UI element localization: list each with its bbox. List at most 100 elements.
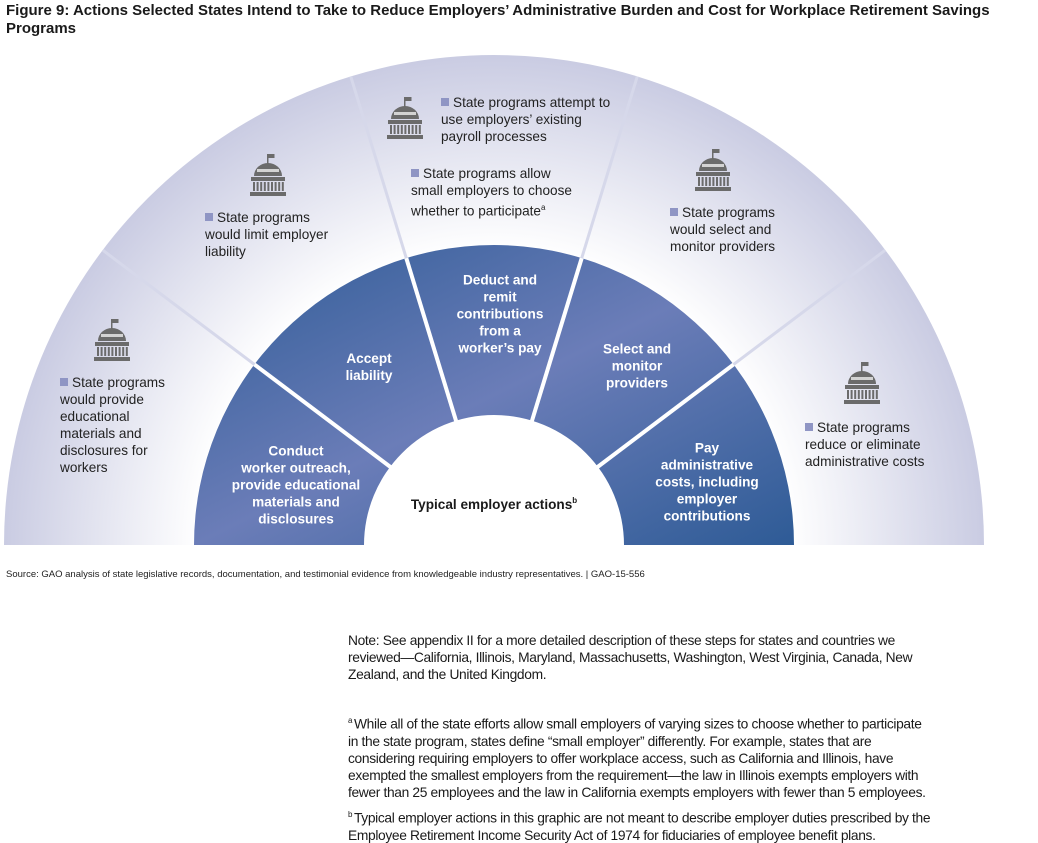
text: Zealand, and the United Kingdom.: [348, 667, 547, 682]
text: State programs: [817, 420, 910, 435]
text-line: would limit employer: [205, 226, 328, 243]
text-line: Deduct and: [462, 272, 537, 288]
text: small employers to choose: [411, 183, 572, 198]
text: administrative costs: [805, 454, 925, 469]
text: Typical employer actions in this graphic…: [353, 810, 931, 826]
text: would select and: [670, 222, 772, 237]
text-line: administrative: [660, 457, 754, 473]
figure-note: Note: See appendix II for a more detaile…: [348, 632, 913, 683]
band-fill: [194, 245, 794, 545]
text-line: remit: [483, 289, 517, 305]
text: considering requiring employers to offer…: [348, 750, 894, 766]
figure-note: b Typical employer actions in this graph…: [348, 806, 931, 843]
text-line: materials and: [252, 494, 340, 510]
text-line: Note: See appendix II for a more detaile…: [348, 632, 912, 649]
text-line: liability: [345, 368, 393, 383]
text: reviewed—California, Illinois, Maryland,…: [348, 650, 913, 665]
text: liability: [205, 244, 246, 259]
text-line: disclosures for: [60, 442, 165, 459]
text: in the state program, states define “sma…: [348, 733, 872, 749]
text-line: a While all of the state efforts allow s…: [348, 712, 926, 733]
text: payroll processes: [441, 129, 547, 144]
text-line: exempted the smallest employers from the…: [348, 767, 926, 784]
footnote-marker: a: [348, 716, 354, 725]
band-divider: [253, 362, 393, 470]
text-line: State programs allow: [411, 165, 572, 182]
text: Employee Retirement Income Security Act …: [348, 827, 876, 843]
text-line: monitor: [611, 358, 663, 374]
text-line: Conduct: [268, 443, 324, 459]
band-divider: [595, 362, 735, 470]
text-line: contributions: [663, 508, 751, 524]
center-label-text: Typical employer actions: [410, 496, 573, 512]
text: materials and: [60, 426, 142, 441]
text-line: administrative costs: [805, 453, 924, 470]
text-line: State programs: [205, 209, 328, 226]
bullet-square-icon: [411, 169, 419, 177]
footnote-marker: a: [540, 203, 546, 212]
state-action-text: State programs allow small employers to c…: [411, 165, 572, 220]
outer-divider: [349, 75, 408, 259]
text: would limit employer: [205, 227, 329, 242]
text-line: educational: [60, 408, 165, 425]
text: disclosures for: [60, 443, 148, 458]
text: While all of the state efforts allow sma…: [353, 716, 922, 732]
text-line: provide educational: [231, 477, 361, 493]
text-line: State programs: [805, 419, 924, 436]
text-line: whether to participatea: [411, 199, 572, 220]
text-line: disclosures: [258, 511, 334, 527]
text-line: Pay: [694, 440, 720, 456]
outer-divider: [732, 248, 887, 366]
text-line: materials and: [60, 425, 165, 442]
text: would provide: [60, 392, 144, 407]
text-line: reduce or eliminate: [805, 436, 924, 453]
text: State programs: [217, 210, 310, 225]
text-line: payroll processes: [441, 128, 610, 145]
text: educational: [60, 409, 130, 424]
text: fewer than 25 employees and the law in C…: [348, 784, 926, 800]
capitol-icon: [245, 152, 291, 203]
text: reduce or eliminate: [805, 437, 921, 452]
text-line: Select and: [603, 341, 671, 357]
capitol-icon: [690, 147, 736, 198]
text-line: use employers’ existing: [441, 111, 610, 128]
text: Note: See appendix II for a more detaile…: [348, 633, 895, 648]
text-line: Zealand, and the United Kingdom.: [348, 666, 912, 683]
text: whether to participate: [411, 203, 541, 219]
outer-divider: [580, 75, 639, 259]
text-line: worker outreach,: [241, 460, 351, 476]
text-line: contributions: [456, 306, 544, 322]
bullet-square-icon: [670, 208, 678, 216]
text: State programs attempt to: [453, 95, 611, 110]
state-action-text: State programs would limit employer liabil…: [205, 209, 328, 260]
text: exempted the smallest employers from the…: [348, 767, 919, 783]
bullet-square-icon: [205, 213, 213, 221]
figure-note: a While all of the state efforts allow s…: [348, 712, 926, 801]
text-line: providers: [606, 375, 668, 391]
capitol-icon: [382, 95, 428, 146]
text-line: workers: [60, 459, 165, 476]
text-line: b Typical employer actions in this graph…: [348, 806, 931, 827]
text-line: State programs attempt to: [441, 94, 610, 111]
text-line: State programs: [670, 204, 775, 221]
center-label: Typical employer actionsb: [411, 496, 577, 512]
state-action-text: State programs reduce or eliminate adminis…: [805, 419, 924, 470]
footnote-marker: b: [348, 810, 354, 819]
outer-divider: [101, 248, 256, 366]
bullet-square-icon: [441, 98, 449, 106]
text-line: worker’s pay: [458, 340, 542, 356]
bullet-square-icon: [60, 378, 68, 386]
text: State programs allow: [423, 166, 551, 181]
capitol-icon: [839, 360, 885, 411]
text-line: fewer than 25 employees and the law in C…: [348, 784, 926, 801]
band-divider: [529, 257, 584, 424]
text-line: employer: [676, 491, 738, 507]
text: State programs: [682, 205, 775, 220]
